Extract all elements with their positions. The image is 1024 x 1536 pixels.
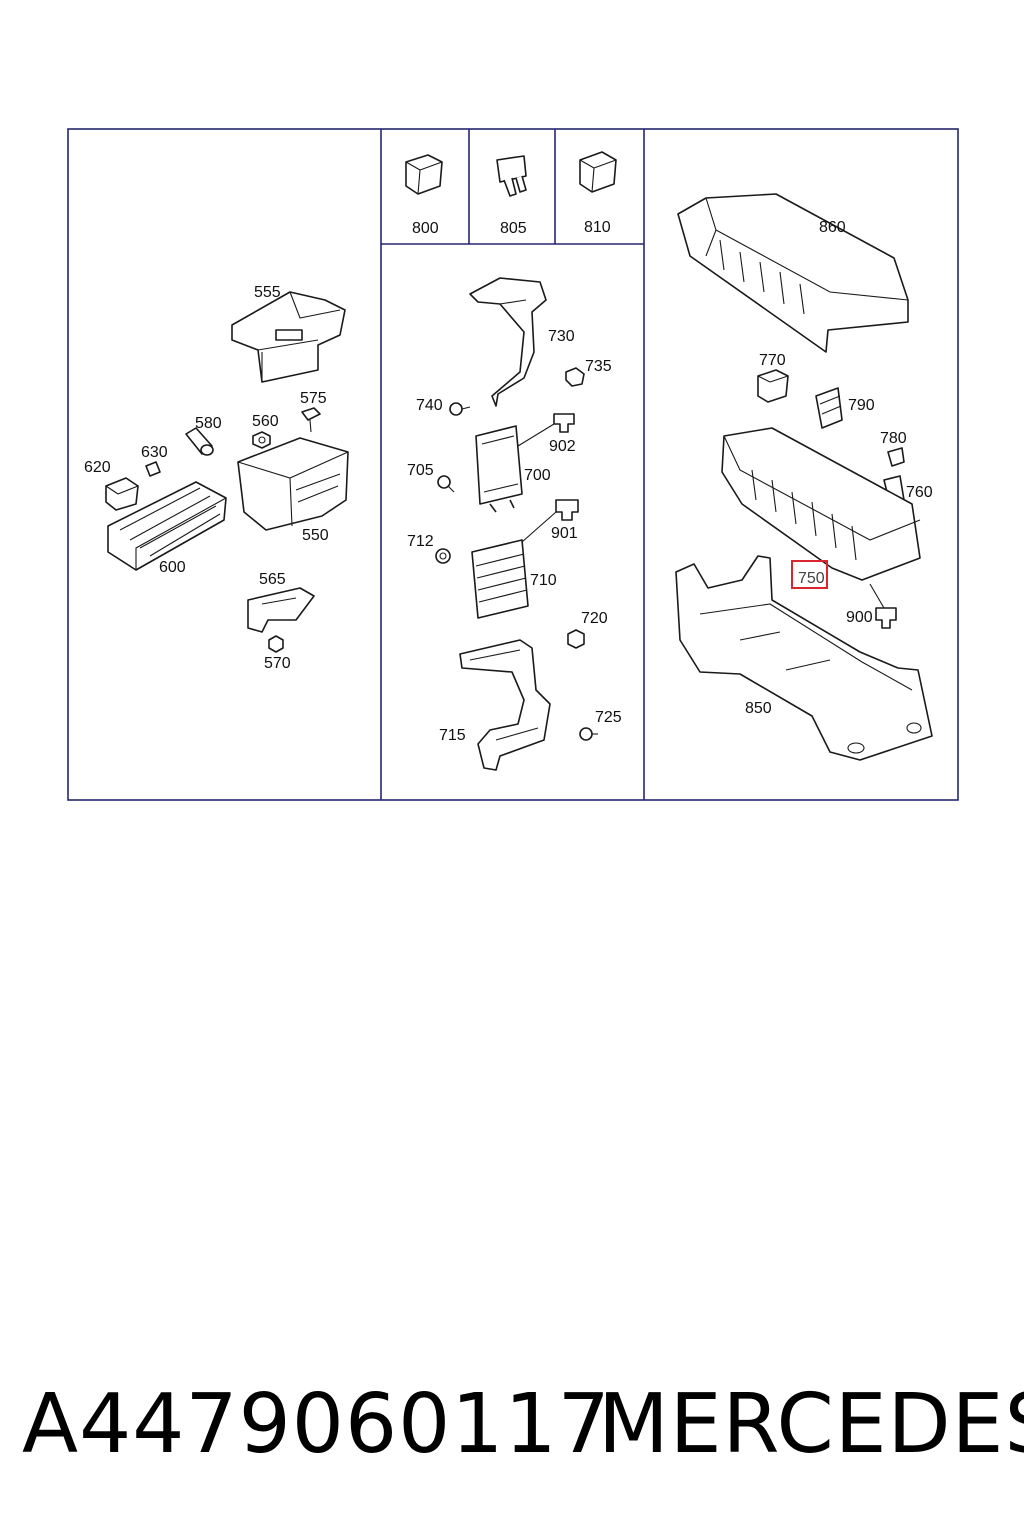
part-580-sleeve [185, 427, 214, 456]
part-740-screw [449, 402, 471, 416]
part-902-connector [517, 413, 575, 447]
part-850-base [675, 555, 933, 761]
label-730: 730 [548, 328, 575, 345]
diagram-frame [67, 128, 959, 801]
part-810-relay [579, 151, 617, 193]
label-760: 760 [906, 484, 933, 501]
label-600: 600 [159, 559, 186, 576]
highlight-box-750 [791, 560, 828, 589]
part-790-fuse-block [815, 387, 843, 429]
brand-text: MERCEDES [598, 1377, 1024, 1472]
label-850: 850 [745, 700, 772, 717]
label-740: 740 [416, 397, 443, 414]
part-900-connector [869, 583, 897, 629]
part-715-carrier [459, 639, 551, 771]
label-560: 560 [252, 413, 279, 430]
label-705: 705 [407, 462, 434, 479]
footer: A4479060117 MERCEDES [0, 1370, 1024, 1480]
label-750: 750 [798, 570, 825, 587]
label-860: 860 [819, 219, 846, 236]
part-725-screw [579, 727, 598, 741]
label-800: 800 [412, 220, 439, 237]
label-735: 735 [585, 358, 612, 375]
part-number-text: A4479060117 [22, 1377, 611, 1472]
part-735-nut [565, 367, 585, 387]
part-630-clip [145, 461, 161, 477]
label-555: 555 [254, 284, 281, 301]
label-565: 565 [259, 571, 286, 588]
label-720: 720 [581, 610, 608, 627]
part-805-fuse [496, 155, 527, 197]
part-705-screw [437, 475, 455, 493]
part-550-housing [237, 437, 349, 531]
label-715: 715 [439, 727, 466, 744]
label-780: 780 [880, 430, 907, 447]
part-labels: 555 575 580 560 630 620 550 600 565 570 … [84, 219, 933, 744]
parts-diagram: 555 575 580 560 630 620 550 600 565 570 … [67, 128, 959, 801]
label-710: 710 [530, 572, 557, 589]
label-900: 900 [846, 609, 873, 626]
part-620-relay [105, 477, 139, 511]
part-750-fuse-box [721, 427, 921, 581]
part-600-fuse-box [107, 481, 227, 571]
part-730-bracket [469, 277, 547, 407]
label-620: 620 [84, 459, 111, 476]
label-550: 550 [302, 527, 329, 544]
part-901-connector [521, 499, 579, 543]
part-712-grommet [435, 548, 451, 564]
part-570-nut [268, 635, 284, 653]
part-555-cover [231, 291, 346, 383]
part-720-nut [567, 629, 585, 649]
label-901: 901 [551, 525, 578, 542]
label-770: 770 [759, 352, 786, 369]
label-580: 580 [195, 415, 222, 432]
part-700-module [475, 425, 523, 513]
part-800-relay [405, 154, 443, 195]
part-560-nut [252, 431, 271, 449]
part-860-cover [677, 193, 909, 353]
part-770-relay [757, 369, 789, 403]
label-575: 575 [300, 390, 327, 407]
label-805: 805 [500, 220, 527, 237]
label-570: 570 [264, 655, 291, 672]
label-725: 725 [595, 709, 622, 726]
label-712: 712 [407, 533, 434, 550]
label-790: 790 [848, 397, 875, 414]
label-902: 902 [549, 438, 576, 455]
part-710-control-unit [471, 539, 529, 619]
label-630: 630 [141, 444, 168, 461]
part-780-fuse [887, 447, 905, 467]
label-700: 700 [524, 467, 551, 484]
part-575-bolt [301, 407, 321, 433]
part-565-bracket [247, 587, 315, 633]
label-810: 810 [584, 219, 611, 236]
